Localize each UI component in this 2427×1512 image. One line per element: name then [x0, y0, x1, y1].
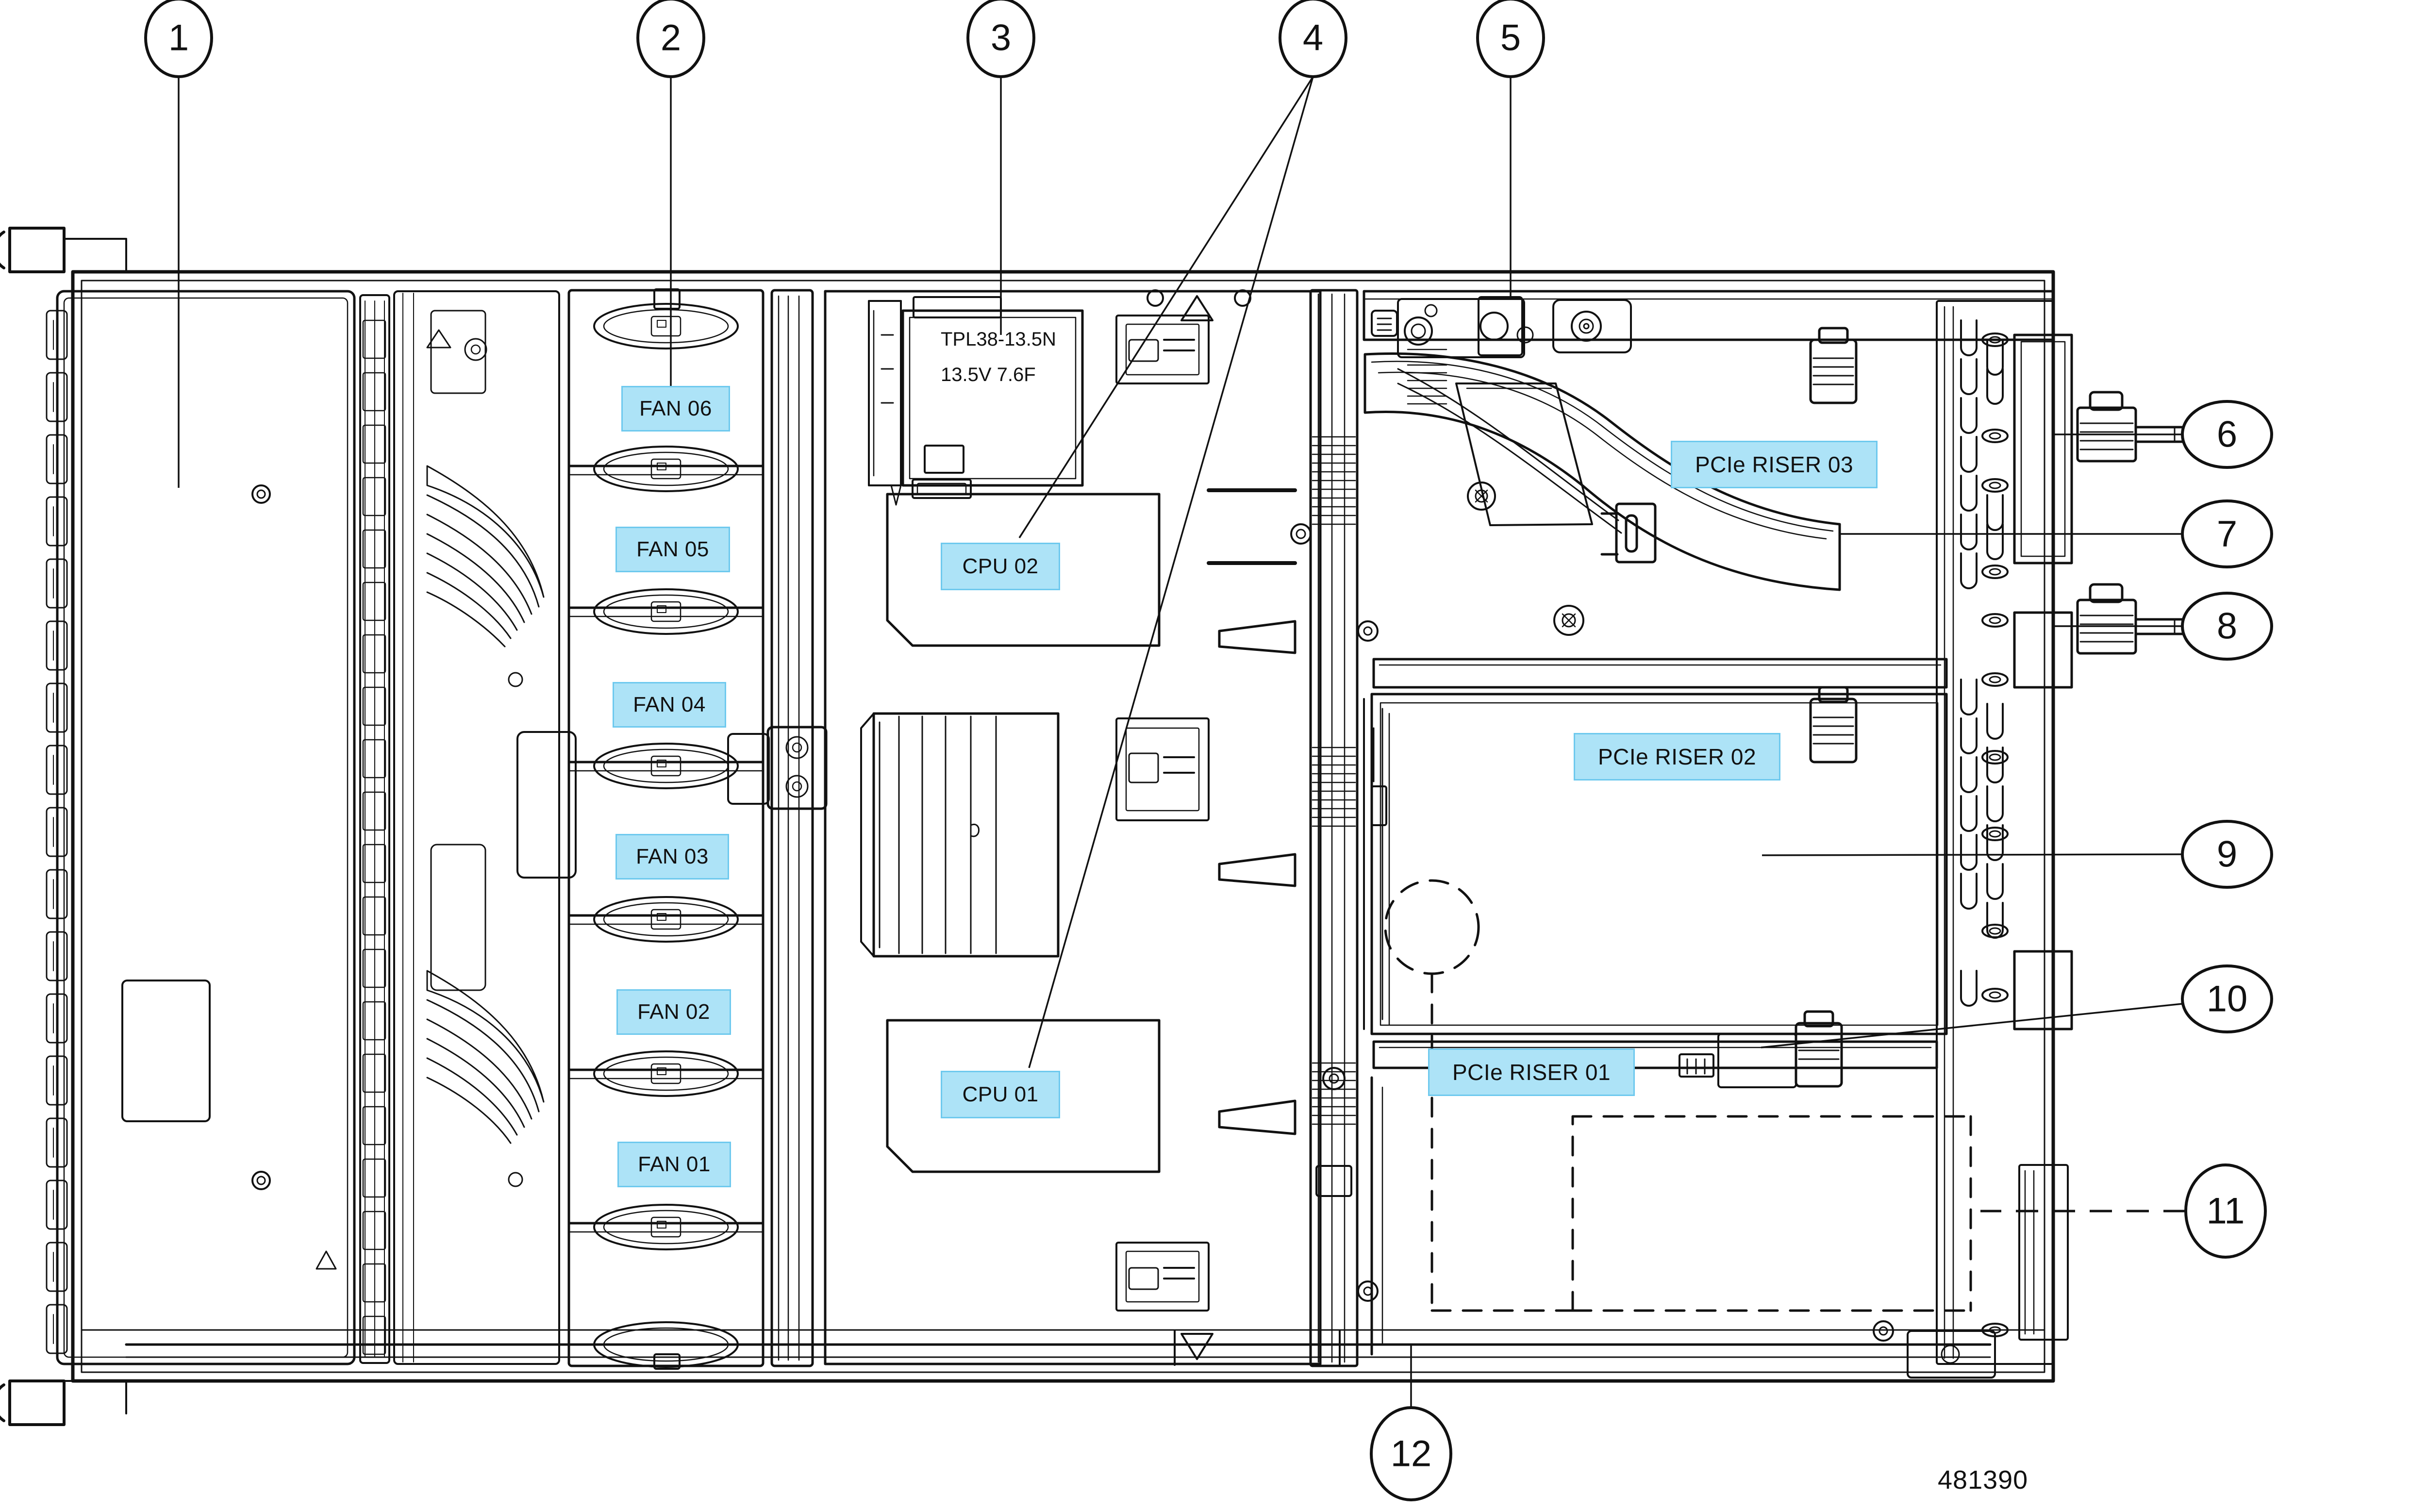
fan-rotors	[593, 303, 739, 1368]
arrow-markers	[1218, 620, 1297, 1135]
callout-circle-9	[2181, 820, 2273, 889]
callout-number-5: 5	[1500, 17, 1521, 59]
callout-number-6: 6	[2217, 414, 2237, 455]
riser-01-fold-line	[1430, 972, 1972, 1312]
label-fan-03: FAN 03	[615, 834, 729, 880]
leader-line-4	[1018, 76, 1314, 1068]
callout-circle-4	[1279, 0, 1347, 78]
label-fan-02: FAN 02	[616, 989, 731, 1035]
cpu-heatsinks	[886, 493, 1161, 1173]
drawing-number: 481390	[1938, 1465, 2028, 1495]
callout-7[interactable]: 7	[2181, 499, 2273, 568]
callout-4[interactable]: 4	[1279, 0, 1347, 78]
callout-12[interactable]: 12	[1370, 1406, 1452, 1501]
callout-circle-8	[2181, 592, 2273, 661]
callout-6[interactable]: 6	[2181, 400, 2273, 469]
callout-10[interactable]: 10	[2181, 964, 2273, 1033]
label-riser-03: PCIe RISER 03	[1671, 441, 1878, 488]
callout-3[interactable]: 3	[966, 0, 1035, 78]
callout-number-10: 10	[2207, 979, 2248, 1020]
callout-number-7: 7	[2217, 514, 2237, 555]
callout-number-4: 4	[1303, 17, 1323, 59]
rear-brackets	[2013, 333, 2073, 1341]
callout-circle-7	[2181, 499, 2273, 568]
chassis-spine	[1309, 289, 1359, 1367]
dimm-slots	[1207, 488, 1297, 565]
callout-number-8: 8	[2217, 606, 2237, 647]
callout-number-12: 12	[1391, 1433, 1432, 1475]
chassis-outline	[71, 270, 2055, 1383]
chassis-screws	[1147, 289, 1894, 1342]
label-cpu-01: CPU 01	[941, 1071, 1060, 1118]
callout-number-11: 11	[2207, 1191, 2245, 1232]
callout-8[interactable]: 8	[2181, 592, 2273, 661]
callout-number-3: 3	[991, 17, 1011, 59]
callout-number-1: 1	[168, 17, 189, 59]
leader-line-9	[1762, 853, 2183, 856]
callout-5[interactable]: 5	[1476, 0, 1545, 78]
front-handles	[0, 227, 127, 1426]
callout-circle-12	[1370, 1406, 1452, 1501]
bottom-rails	[81, 1329, 2045, 1379]
label-fan-01: FAN 01	[617, 1142, 731, 1187]
leader-line-10	[1761, 1003, 2183, 1048]
callout-circle-3	[966, 0, 1035, 78]
card-guides	[1363, 698, 1390, 1030]
callout-circle-1	[144, 0, 213, 78]
air-baffle-left-wall	[516, 289, 828, 1367]
drive-backplane	[359, 294, 390, 1364]
callout-11[interactable]: 11	[2184, 1163, 2267, 1259]
label-riser-02: PCIe RISER 02	[1574, 733, 1780, 781]
battery-rating-text: 13.5V 7.6F	[941, 364, 1036, 385]
callout-circle-2	[636, 0, 705, 78]
callout-2[interactable]: 2	[636, 0, 705, 78]
battery-model-text: TPL38-13.5N	[941, 329, 1056, 350]
callout-circle-10	[2181, 964, 2273, 1033]
pcie-riser-03-cage	[1363, 349, 1841, 636]
callout-9[interactable]: 9	[2181, 820, 2273, 889]
callout-circle-11	[2184, 1163, 2267, 1259]
label-fan-04: FAN 04	[613, 682, 726, 728]
dimm-air-baffle	[860, 712, 1060, 958]
callout-circle-5	[1476, 0, 1545, 78]
callout-1[interactable]: 1	[144, 0, 213, 78]
callout-number-2: 2	[661, 17, 681, 59]
pcie-riser-02-cage	[1370, 658, 1948, 1035]
mid-bracket	[393, 290, 560, 1365]
label-fan-05: FAN 05	[615, 527, 730, 572]
label-riser-01: PCIe RISER 01	[1428, 1048, 1635, 1096]
label-fan-06: FAN 06	[621, 386, 730, 432]
board-connectors	[1115, 315, 1210, 1312]
callout-number-9: 9	[2217, 834, 2237, 875]
label-cpu-02: CPU 02	[941, 543, 1060, 590]
callout-leaders	[178, 76, 2186, 1408]
callout-circle-6	[2181, 400, 2273, 469]
orientation-arrows	[426, 295, 1214, 1360]
